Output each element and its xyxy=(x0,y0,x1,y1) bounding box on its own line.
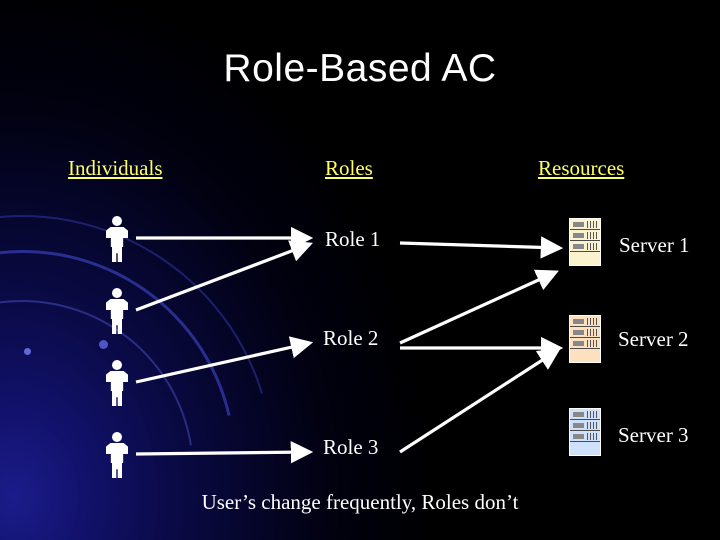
role-label-1: Role 1 xyxy=(325,227,381,251)
person-body-icon xyxy=(106,443,128,463)
arrow-person3-role2 xyxy=(135,336,314,384)
role-label-2: Role 2 xyxy=(323,326,379,350)
server-bay-icon xyxy=(570,327,600,338)
person-icon xyxy=(104,432,130,478)
server-bay-icon xyxy=(570,316,600,327)
arrow-role2-server1 xyxy=(399,269,559,345)
person-body-icon xyxy=(106,299,128,319)
person-head-icon xyxy=(112,360,122,370)
server-icon xyxy=(569,408,601,456)
decorative-swoosh-1 xyxy=(0,169,317,540)
server-bay-icon xyxy=(570,338,600,349)
server-label-1: Server 1 xyxy=(619,233,690,257)
person-icon xyxy=(104,216,130,262)
server-label-3: Server 3 xyxy=(618,423,689,447)
slide-caption: User’s change frequently, Roles don’t xyxy=(201,490,519,514)
decorative-swoosh-2 xyxy=(0,126,363,540)
server-base-icon xyxy=(570,349,600,362)
person-icon xyxy=(104,360,130,406)
slide-title: Role-Based AC xyxy=(223,47,497,90)
person-icon xyxy=(104,288,130,334)
person-legs-icon xyxy=(112,462,122,478)
person-head-icon xyxy=(112,216,122,226)
server-label-2: Server 2 xyxy=(618,327,689,351)
decorative-dot-1 xyxy=(24,348,31,355)
person-body-icon xyxy=(106,227,128,247)
column-header-roles: Roles xyxy=(325,156,373,180)
person-legs-icon xyxy=(112,246,122,262)
server-icon xyxy=(569,315,601,363)
server-bay-icon xyxy=(570,241,600,252)
person-head-icon xyxy=(112,288,122,298)
arrow-person4-role3 xyxy=(135,441,314,464)
column-header-individuals: Individuals xyxy=(68,156,163,180)
server-bay-icon xyxy=(570,219,600,230)
server-bay-icon xyxy=(570,409,600,420)
server-base-icon xyxy=(570,442,600,455)
server-base-icon xyxy=(570,252,600,265)
arrow-person2-role1 xyxy=(135,240,313,312)
person-legs-icon xyxy=(112,390,122,406)
person-legs-icon xyxy=(112,318,122,334)
person-body-icon xyxy=(106,371,128,391)
server-bay-icon xyxy=(570,431,600,442)
arrow-role1-server1 xyxy=(399,236,564,259)
server-icon xyxy=(569,218,601,266)
arrow-role3-server2 xyxy=(399,348,561,454)
role-label-3: Role 3 xyxy=(323,435,379,459)
server-bay-icon xyxy=(570,420,600,431)
person-head-icon xyxy=(112,432,122,442)
decorative-dot-2 xyxy=(99,340,108,349)
server-bay-icon xyxy=(570,230,600,241)
column-header-resources: Resources xyxy=(538,156,625,180)
